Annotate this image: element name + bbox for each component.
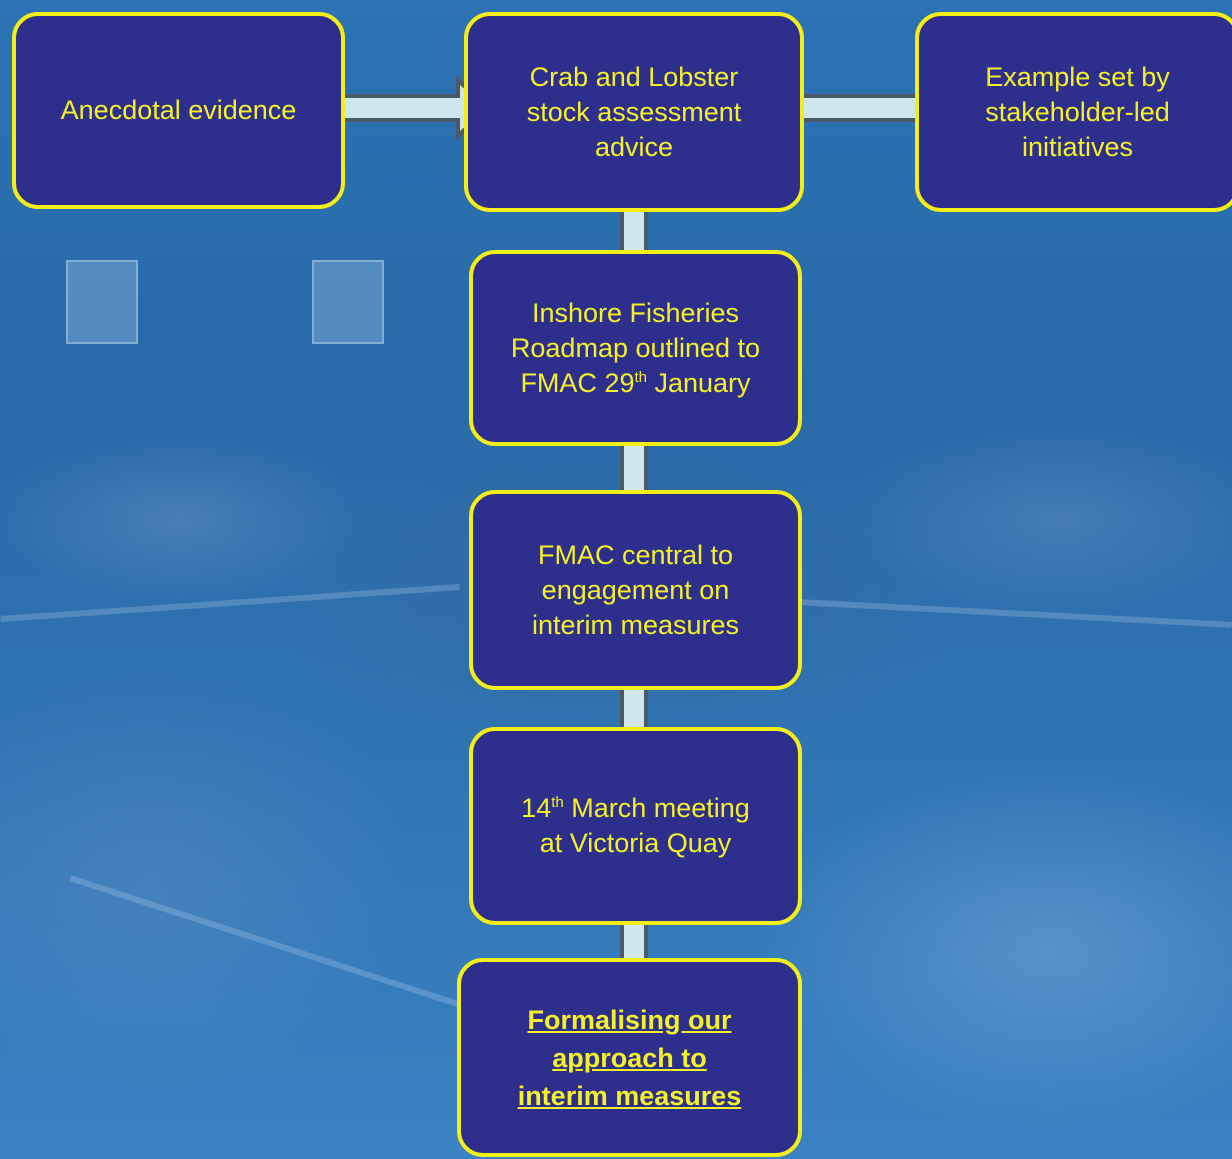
stakeholder-example-box: Example set by stakeholder-led initiativ…: [915, 12, 1232, 212]
node-text: FMAC central to: [537, 539, 734, 570]
node-text: engagement on: [541, 574, 730, 605]
node-text: advice: [594, 131, 674, 162]
node-text: interim measures: [531, 609, 740, 640]
stock-assessment-box: Crab and Lobster stock assessment advice: [464, 12, 804, 212]
node-text: Crab and Lobster: [529, 61, 739, 92]
node-text: interim measures: [517, 1080, 742, 1111]
node-text: Formalising our: [527, 1004, 732, 1035]
roadmap-box: Inshore Fisheries Roadmap outlined to FM…: [469, 250, 802, 446]
fmac-central-box: FMAC central to engagement on interim me…: [469, 490, 802, 690]
node-text: FMAC 29th January: [520, 367, 751, 398]
node-text: stakeholder-led: [985, 96, 1170, 127]
node-text: Example set by: [985, 61, 1170, 92]
node-text: Anecdotal evidence: [60, 95, 297, 125]
march-meeting-box: 14th March meeting at Victoria Quay: [469, 727, 802, 925]
node-text: initiatives: [1021, 131, 1134, 162]
node-text: at Victoria Quay: [539, 828, 732, 858]
anecdotal-evidence-box: Anecdotal evidence: [12, 12, 345, 209]
formalising-box: Formalising our approach to interim meas…: [457, 958, 802, 1157]
wall-frame: [312, 260, 384, 344]
node-text: stock assessment: [526, 96, 742, 127]
node-text: Inshore Fisheries: [531, 297, 740, 328]
node-text: Roadmap outlined to: [510, 332, 761, 363]
wall-frame: [66, 260, 138, 344]
node-text: 14th March meeting: [521, 793, 750, 823]
node-text: approach to: [552, 1042, 707, 1073]
